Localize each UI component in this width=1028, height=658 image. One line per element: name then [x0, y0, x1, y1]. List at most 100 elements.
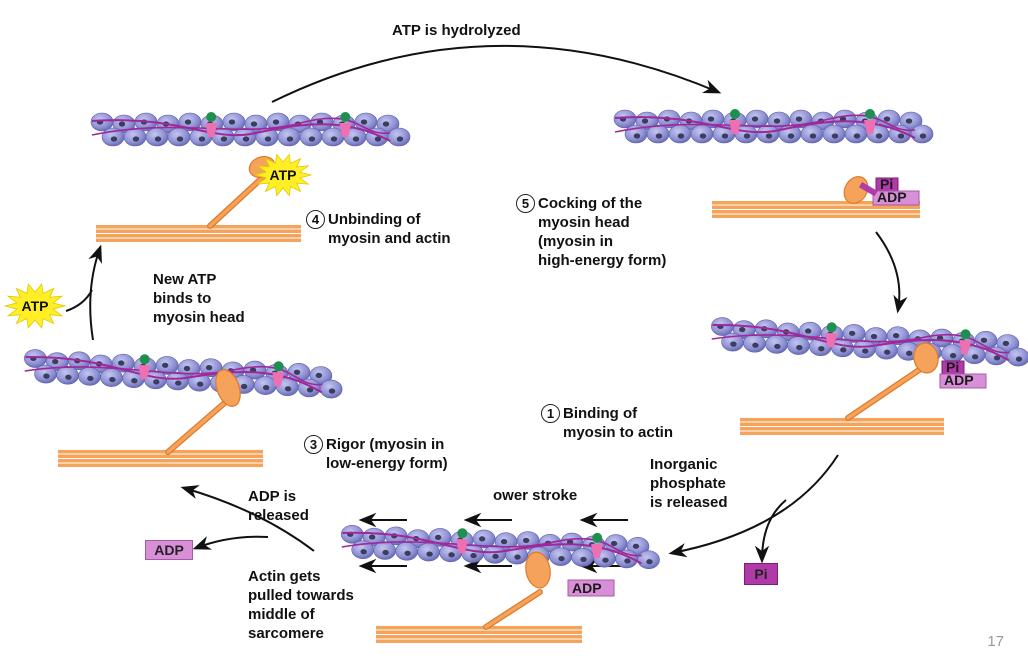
actin-bead-core	[374, 136, 382, 142]
actin-bead-core	[197, 381, 204, 387]
actin-bead-core	[183, 365, 191, 372]
step-text: Unbinding of myosin and actin	[328, 210, 451, 248]
adp-bound-top: ADP	[872, 189, 920, 206]
myosin-neck	[166, 398, 230, 454]
new-atp-line: New ATP	[153, 271, 217, 288]
myosin-tail-strand	[712, 210, 920, 214]
actin-bead-core	[632, 543, 640, 549]
actin-bead-core	[131, 378, 138, 384]
actin-bead-core	[176, 136, 184, 142]
actin-bead-core	[360, 119, 368, 125]
troponin-green	[826, 322, 837, 333]
myosin-tail-strand	[376, 635, 582, 639]
actin-bead-core	[848, 330, 856, 336]
actin-bead-core	[470, 552, 477, 559]
troponin-complex	[339, 123, 352, 137]
myosin-tail-strand	[740, 422, 944, 426]
actin-bead-core	[284, 386, 292, 392]
tropomyosin-strand	[711, 333, 1010, 354]
power-stroke-label: ower stroke	[493, 487, 578, 504]
actin-bead-core	[205, 365, 213, 371]
step-3-rigor: 3 Rigor (myosin in low-energy form)	[304, 435, 448, 473]
pi-released-line: is released	[650, 494, 728, 511]
step-text: Rigor (myosin in low-energy form)	[326, 435, 448, 473]
troponin-complex	[729, 120, 741, 134]
actin-bead-core	[118, 121, 126, 127]
adp-bound-bottom-box	[567, 579, 615, 597]
tropomyosin-strand	[341, 537, 642, 557]
myosin-tail-strand	[376, 630, 582, 634]
actin-bead-core	[228, 119, 236, 125]
actin-bead-core	[602, 557, 609, 563]
adp-released-line: ADP is	[248, 488, 297, 505]
step-1-binding: 1 Binding of myosin to actin	[541, 404, 673, 442]
atp-star	[3, 283, 67, 329]
actin-bead-core	[368, 534, 376, 540]
troponin-green	[139, 354, 150, 365]
actin-bead-core	[805, 328, 812, 334]
actin-bead-core	[624, 558, 631, 564]
actin-pulled-line: pulled towards	[248, 587, 354, 604]
actin-bead-core	[478, 536, 486, 542]
adp-bound-right-box	[939, 373, 987, 389]
step-line: low-energy form)	[326, 455, 448, 472]
actin-bead-core	[862, 348, 869, 354]
actin-bead-core	[308, 136, 316, 142]
adp-bound-right: ADP	[939, 372, 987, 389]
myosin-lever	[859, 182, 878, 197]
actin-bead-core	[118, 360, 125, 366]
troponin-complex	[456, 538, 469, 554]
myosin-tail-strand	[58, 463, 263, 467]
actin-bead-core	[109, 376, 116, 383]
actin-bead-core	[242, 136, 250, 142]
actin-bead-core	[752, 342, 759, 348]
adp-bound-top-text: ADP	[877, 189, 907, 205]
actin-bead-core	[522, 537, 530, 544]
new-atp-label: New ATP binds to myosin head	[153, 270, 245, 327]
actin-bead-core	[610, 540, 618, 547]
troponin-green	[730, 109, 740, 119]
actin-bead-core	[154, 136, 162, 142]
actin-bead-core	[730, 341, 737, 347]
myosin-tail-strand	[376, 639, 582, 643]
adp-released-label: ADP is released	[248, 487, 309, 525]
actin-bead-core	[707, 116, 715, 122]
actin-bead-core	[773, 118, 781, 124]
actin-bead-core	[980, 337, 988, 343]
thick-filament	[58, 450, 263, 467]
step-line: Cocking of the	[538, 195, 643, 212]
actin-bead-core	[787, 133, 795, 139]
actin-bead-core	[492, 553, 499, 559]
myosin-head	[525, 551, 551, 589]
atp-hydrolyzed-label: ATP is hydrolyzed	[392, 22, 521, 39]
step-line: myosin head	[538, 214, 630, 231]
actin-bead-core	[434, 534, 442, 540]
adp-bound-top-box	[872, 190, 920, 206]
actin-bead-core	[404, 550, 411, 556]
step-text: Cocking of the myosin head (myosin in hi…	[538, 194, 666, 270]
myosin-head	[913, 342, 939, 374]
actin-filament	[340, 525, 660, 570]
atp-star	[253, 153, 313, 197]
step-text: Binding of myosin to actin	[563, 404, 673, 442]
actin-bead-core	[906, 350, 913, 356]
actin-bead-core	[382, 121, 390, 127]
myosin-tail-strand	[740, 427, 944, 431]
step-line: myosin and actin	[328, 230, 451, 247]
actin-pulled-label: Actin gets pulled towards middle of sarc…	[248, 567, 354, 643]
tropomyosin-strand	[614, 114, 916, 133]
new-atp-line: myosin head	[153, 309, 245, 326]
step-line: Binding of	[563, 405, 638, 422]
actin-bead-core	[500, 539, 508, 545]
step-line: Rigor (myosin in	[326, 436, 445, 453]
pi-bound-right: Pi	[941, 359, 965, 376]
pi-released-label: Inorganic phosphate is released	[650, 455, 728, 512]
myosin-tail-strand	[712, 201, 920, 205]
step-line: myosin to actin	[563, 424, 674, 441]
myosin-tail-strand	[96, 225, 301, 229]
thick-filament	[96, 225, 301, 242]
actin-bead-core	[655, 133, 663, 139]
